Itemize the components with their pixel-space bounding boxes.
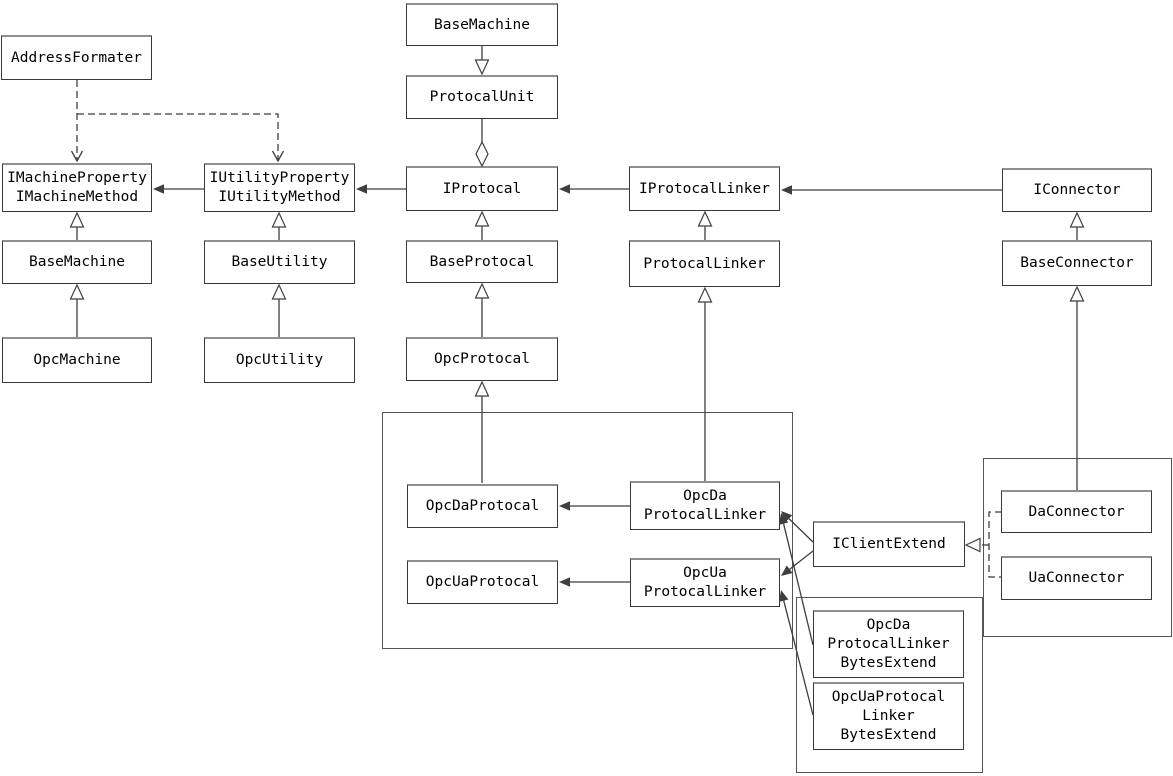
arrowhead-triangle — [474, 210, 490, 227]
class-box-address-formater: AddressFormater — [1, 35, 152, 80]
class-box-imachine-property: IMachineProperty IMachineMethod — [2, 163, 152, 212]
edge-inheritance-opc-protocal-to-base-protocal — [474, 282, 490, 337]
arrowhead-triangle — [69, 211, 85, 228]
class-box-opc-da-protocal: OpcDaProtocal — [407, 484, 558, 528]
edge-association-iconnector-to-iprotocal-linker — [781, 185, 1002, 195]
edge-inheritance-base-protocal-to-iprotocal — [474, 210, 490, 240]
class-box-ua-connector: UaConnector — [1001, 556, 1152, 600]
class-label-opc-da-linker-bytes: OpcDa ProtocalLinker BytesExtend — [827, 617, 950, 671]
arrowhead-triangle — [474, 282, 490, 299]
class-box-iprotocal-linker: IProtocalLinker — [629, 166, 780, 211]
class-box-opc-ua-protocal: OpcUaProtocal — [407, 560, 558, 604]
class-label-protocal-unit: ProtocalUnit — [429, 89, 535, 105]
class-label-iconnector: IConnector — [1033, 182, 1121, 198]
edge-inheritance-base-connector-to-iconnector — [1069, 211, 1085, 240]
class-label-base-connector: BaseConnector — [1020, 255, 1134, 271]
group-opc-protocal-linkers — [382, 412, 793, 649]
class-label-protocal-linker: ProtocalLinker — [643, 255, 766, 272]
class-box-opc-ua-linker-bytes: OpcUaProtocal Linker BytesExtend — [813, 682, 964, 750]
class-box-opc-machine: OpcMachine — [2, 337, 152, 383]
edge-inheritance-base-machine-left-to-imachine-property — [69, 211, 85, 240]
class-label-iprotocal-linker: IProtocalLinker — [639, 180, 770, 197]
edge-aggregation-protocal-unit-to-iprotocal — [475, 119, 489, 168]
class-label-iclient-extend: IClientExtend — [832, 536, 946, 552]
arrowhead-triangle — [69, 283, 85, 300]
edge-dependency-address-formater-to-imachine-property — [70, 80, 84, 163]
class-label-opc-da-protocal-linker: OpcDa ProtocalLinker — [643, 488, 767, 523]
arrowhead-diamond — [475, 140, 489, 168]
class-label-address-formater: AddressFormater — [11, 49, 142, 66]
edge-inheritance-protocal-linker-to-iprotocal-linker — [697, 210, 713, 240]
arrowhead-vee — [271, 150, 285, 163]
class-box-iutility-property: IUtilityProperty IUtilityMethod — [204, 163, 355, 212]
class-label-base-protocal: BaseProtocal — [429, 253, 535, 270]
class-box-iclient-extend: IClientExtend — [813, 521, 965, 567]
class-label-opc-ua-protocal-linker: OpcUa ProtocalLinker — [643, 565, 767, 600]
class-box-base-connector: BaseConnector — [1002, 240, 1152, 286]
class-label-da-connector: DaConnector — [1028, 503, 1125, 520]
class-label-opc-machine: OpcMachine — [33, 352, 121, 368]
class-box-opc-da-linker-bytes: OpcDa ProtocalLinker BytesExtend — [813, 610, 964, 678]
class-label-opc-da-protocal: OpcDaProtocal — [425, 498, 540, 514]
arrowhead-triangle — [474, 380, 490, 397]
arrowhead-filled — [153, 184, 164, 194]
class-label-opc-ua-protocal: OpcUaProtocal — [425, 574, 540, 590]
edge-inheritance-opc-utility-to-base-utility — [271, 283, 287, 337]
arrowhead-triangle — [474, 59, 490, 76]
arrowhead-vee — [70, 150, 84, 163]
arrowhead-triangle — [697, 210, 713, 227]
class-label-opc-utility: OpcUtility — [235, 352, 324, 368]
class-box-protocal-unit: ProtocalUnit — [406, 75, 558, 119]
arrowhead-triangle — [271, 283, 287, 300]
class-box-iprotocal: IProtocal — [406, 166, 558, 211]
edge-dependency-address-formater-to-iutility-property — [77, 113, 285, 163]
edge-association-iprotocal-to-iutility-property — [356, 184, 406, 194]
edge-inheritance-opc-machine-to-base-machine-left — [69, 283, 85, 337]
edge-line — [789, 550, 814, 570]
class-box-opc-da-protocal-linker: OpcDa ProtocalLinker — [630, 481, 780, 530]
arrowhead-triangle — [1069, 285, 1085, 302]
class-box-iconnector: IConnector — [1002, 168, 1152, 212]
arrowhead-filled — [356, 184, 367, 194]
class-box-base-protocal: BaseProtocal — [406, 240, 558, 283]
class-label-opc-protocal: OpcProtocal — [433, 351, 531, 367]
arrowhead-filled — [781, 185, 792, 195]
edge-inheritance-base-utility-to-iutility-property — [271, 211, 287, 240]
class-label-imachine-property: IMachineProperty IMachineMethod — [7, 170, 147, 205]
group-connectors — [983, 458, 1172, 637]
class-box-protocal-linker: ProtocalLinker — [629, 240, 780, 287]
arrowhead-triangle — [1069, 211, 1085, 228]
edge-association-iprotocal-linker-to-iprotocal — [559, 184, 629, 194]
arrowhead-triangle — [964, 537, 981, 553]
class-box-base-machine-left: BaseMachine — [2, 240, 152, 284]
class-box-opc-protocal: OpcProtocal — [406, 337, 558, 381]
edge-inheritance-base-machine-top-to-protocal-unit — [474, 46, 490, 76]
class-label-iprotocal: IProtocal — [442, 180, 522, 197]
class-label-base-utility: BaseUtility — [231, 254, 328, 270]
arrowhead-filled — [559, 184, 570, 194]
class-label-base-machine-left: BaseMachine — [28, 254, 126, 270]
class-label-opc-ua-linker-bytes: OpcUaProtocal Linker BytesExtend — [831, 689, 946, 743]
edge-association-iutility-property-to-imachine-property — [153, 184, 204, 194]
class-label-ua-connector: UaConnector — [1028, 570, 1125, 586]
arrowhead-triangle — [271, 211, 287, 228]
class-box-opc-ua-protocal-linker: OpcUa ProtocalLinker — [630, 558, 780, 607]
class-box-base-machine-top: BaseMachine — [406, 3, 558, 46]
class-box-da-connector: DaConnector — [1001, 490, 1152, 533]
class-box-base-utility: BaseUtility — [204, 240, 355, 284]
class-box-opc-utility: OpcUtility — [204, 337, 355, 383]
arrowhead-triangle — [697, 286, 713, 303]
class-label-iutility-property: IUtilityProperty IUtilityMethod — [209, 170, 350, 205]
edge-line — [77, 113, 279, 161]
class-label-base-machine-top: BaseMachine — [433, 16, 531, 33]
